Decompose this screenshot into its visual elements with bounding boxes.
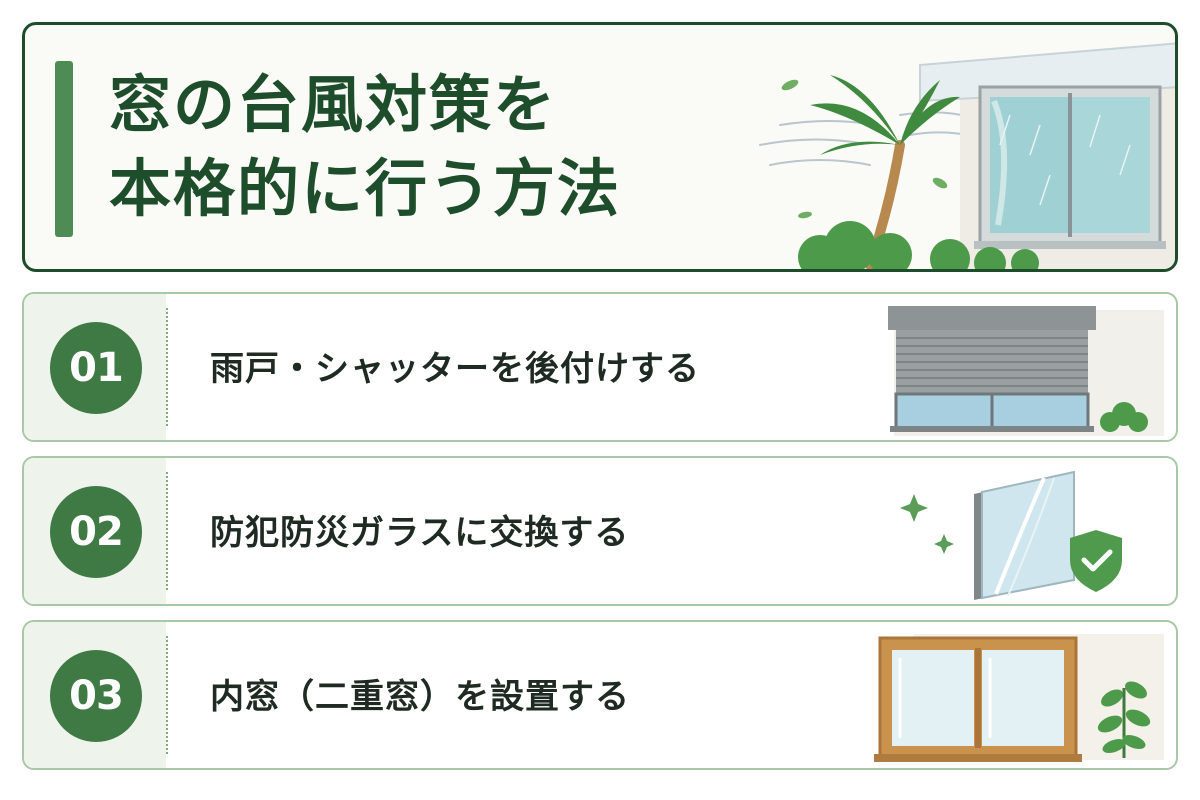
title-line-1: 窓の台風対策を xyxy=(109,68,558,141)
number-panel: 02 xyxy=(24,458,166,604)
dotted-divider xyxy=(166,308,168,426)
title-accent-bar xyxy=(55,61,73,237)
double-window-illustration xyxy=(874,634,1164,762)
list-item: 01 雨戸・シャッターを後付けする xyxy=(22,292,1178,442)
page-title: 窓の台風対策を 本格的に行う方法 xyxy=(109,63,621,231)
title-line-2: 本格的に行う方法 xyxy=(109,152,622,225)
number-panel: 03 xyxy=(24,622,166,768)
typhoon-window-illustration xyxy=(759,42,1175,269)
number-badge: 03 xyxy=(50,650,142,742)
dotted-divider xyxy=(166,636,168,754)
list-item: 03 内窓（二重窓）を設置する xyxy=(22,620,1178,770)
item-label: 内窓（二重窓）を設置する xyxy=(210,677,630,717)
safety-glass-illustration xyxy=(900,470,1122,600)
shutter-illustration xyxy=(888,306,1164,436)
number-panel: 01 xyxy=(24,294,166,440)
header-banner: 窓の台風対策を 本格的に行う方法 xyxy=(22,22,1178,272)
number-badge: 01 xyxy=(50,322,142,414)
item-label: 雨戸・シャッターを後付けする xyxy=(210,349,700,389)
item-label: 防犯防災ガラスに交換する xyxy=(210,513,630,553)
list-item: 02 防犯防災ガラスに交換する xyxy=(22,456,1178,606)
dotted-divider xyxy=(166,472,168,590)
number-badge: 02 xyxy=(50,486,142,578)
